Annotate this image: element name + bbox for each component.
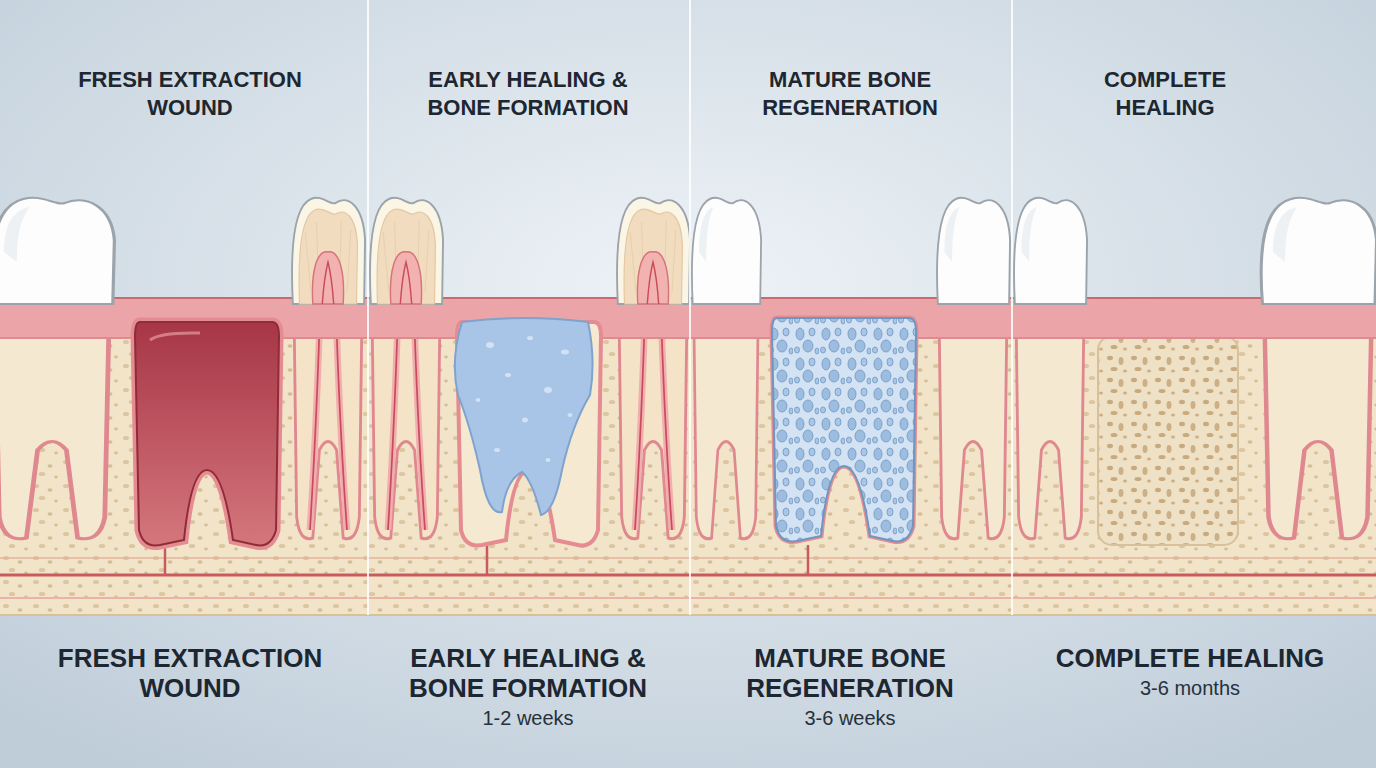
duration-label: 3-6 months: [1090, 675, 1290, 701]
healed-bone: [1098, 336, 1238, 545]
stage-caption: COMPLETE HEALING: [1020, 643, 1360, 673]
jaw-bone: [0, 320, 1376, 615]
duration-label: 1-2 weeks: [428, 705, 628, 731]
woven-bone: [772, 318, 916, 541]
blood-clot: [135, 322, 279, 545]
duration-label: 3-6 weeks: [750, 705, 950, 731]
stage-caption: FRESH EXTRACTION WOUND: [40, 643, 340, 703]
stage-caption: EARLY HEALING & BONE FORMATION: [388, 643, 668, 703]
nerve-band: [0, 558, 1376, 615]
panel-heading: MATURE BONE REGENERATION: [743, 66, 958, 122]
tooth-crowns: [0, 198, 1376, 304]
panel-heading: FRESH EXTRACTION WOUND: [60, 66, 320, 122]
granulation-tissue: [455, 318, 601, 545]
panel-heading: COMPLETE HEALING: [1080, 66, 1250, 122]
stage-caption: MATURE BONE REGENERATION: [725, 643, 975, 703]
panel-heading: EARLY HEALING & BONE FORMATION: [411, 66, 646, 122]
panel-separator: [368, 0, 1012, 615]
